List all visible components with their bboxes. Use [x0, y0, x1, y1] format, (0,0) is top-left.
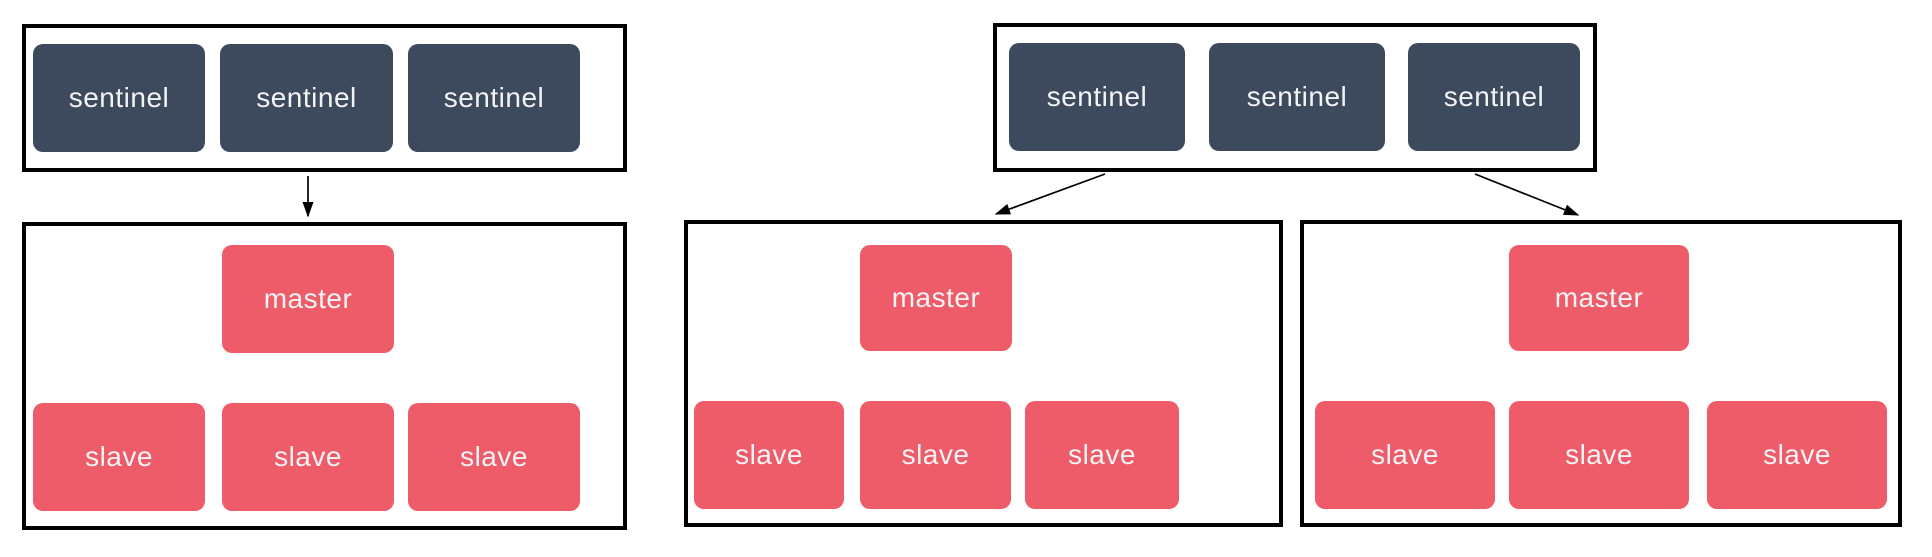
sentinel-label: sentinel	[1443, 81, 1545, 112]
sentinel-node: sentinel	[220, 44, 393, 152]
slave-label: slave	[85, 441, 153, 472]
sentinel-node: sentinel	[1009, 43, 1185, 151]
master-label: master	[1554, 282, 1644, 313]
cluster-3: master slave slave slave	[1300, 220, 1902, 527]
slave-label: slave	[274, 441, 342, 472]
sentinel-node: sentinel	[33, 44, 205, 152]
sentinel-node: sentinel	[1408, 43, 1580, 151]
slave-node: slave	[33, 403, 205, 511]
sentinel-group-1: sentinel sentinel sentinel	[22, 24, 627, 172]
slave-label: slave	[901, 439, 970, 470]
sentinel-label: sentinel	[256, 82, 357, 113]
sentinel-label: sentinel	[68, 82, 170, 113]
slave-label: slave	[735, 439, 803, 470]
sentinel-label: sentinel	[443, 82, 545, 113]
master-label: master	[263, 283, 353, 314]
sentinel-node: sentinel	[1209, 43, 1385, 151]
master-node: master	[222, 245, 394, 353]
sentinel-node: sentinel	[408, 44, 580, 152]
slave-label: slave	[1068, 439, 1136, 470]
master-node: master	[1509, 245, 1689, 351]
arrow-sentinel-group-2-to-cluster-2	[994, 173, 1106, 215]
slave-node: slave	[1315, 401, 1495, 509]
cluster-1: master slave slave slave	[22, 222, 627, 530]
sentinel-group-2: sentinel sentinel sentinel	[993, 23, 1597, 172]
sentinel-label: sentinel	[1046, 81, 1148, 112]
slave-node: slave	[860, 401, 1011, 509]
slave-node: slave	[222, 403, 394, 511]
sentinel-label: sentinel	[1246, 81, 1348, 112]
master-node: master	[860, 245, 1012, 351]
slave-label: slave	[460, 441, 528, 472]
slave-node: slave	[1509, 401, 1689, 509]
slave-label: slave	[1371, 439, 1439, 470]
slave-node: slave	[694, 401, 844, 509]
cluster-2: master slave slave slave	[684, 220, 1283, 527]
slave-node: slave	[1707, 401, 1887, 509]
slave-node: slave	[1025, 401, 1179, 509]
slave-label: slave	[1565, 439, 1633, 470]
master-label: master	[891, 282, 981, 313]
slave-node: slave	[408, 403, 580, 511]
arrow-sentinel-group-2-to-cluster-3	[1474, 173, 1580, 216]
slave-label: slave	[1763, 439, 1831, 470]
